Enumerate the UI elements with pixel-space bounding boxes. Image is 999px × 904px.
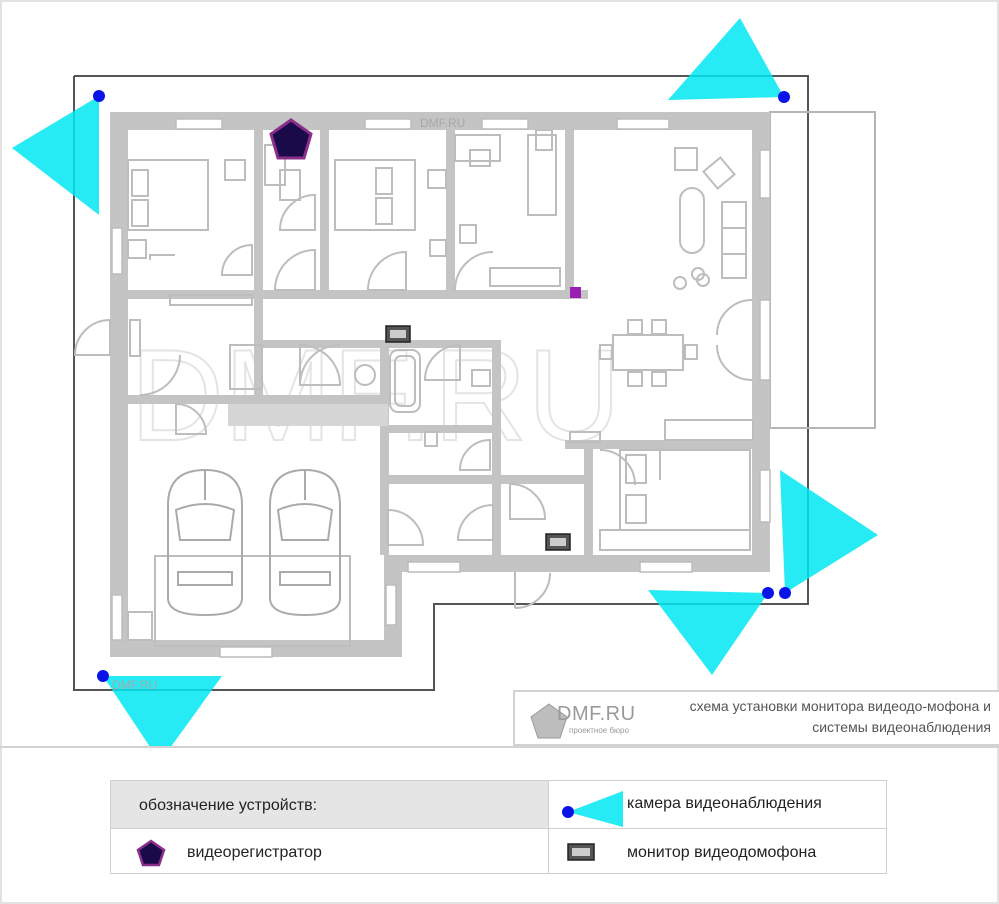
frame-top <box>0 0 999 2</box>
car-left <box>167 468 243 617</box>
legend-monitor-cell: монитор видеодомофона <box>549 829 886 873</box>
legend-recorder-label: видеорегистратор <box>187 844 322 861</box>
plot-boundary <box>73 75 809 691</box>
floor-plan: DMF.RU <box>12 18 878 746</box>
legend-header: обозначение устройств: <box>139 797 318 814</box>
camera-cones <box>12 18 878 746</box>
title-block: DMF.RU проектное бюро схема установки мо… <box>513 690 999 746</box>
frame-left <box>0 0 2 904</box>
monitor-icon <box>567 843 595 861</box>
legend-recorder-cell: видеорегистратор <box>111 829 549 873</box>
plan-caption: схема установки монитора видеодо-мофона … <box>689 698 991 735</box>
recorder-icon <box>136 839 166 867</box>
windows <box>111 118 771 658</box>
legend-camera-label: камера видеонаблюдения <box>627 795 822 812</box>
company-logo: DMF.RU проектное бюро <box>529 702 659 742</box>
watermark-bottom: DMF.RU <box>112 678 158 692</box>
watermark-top: DMF.RU <box>420 116 466 130</box>
frame-right <box>997 0 999 904</box>
legend: обозначение устройств: камера видеонаблю… <box>110 780 887 874</box>
logo-text: DMF.RU <box>557 703 636 725</box>
camera-icon <box>562 791 623 827</box>
camera-icon <box>93 90 791 682</box>
monitor-icon <box>385 325 571 551</box>
legend-monitor-label: монитор видеодомофона <box>627 844 817 861</box>
frame-bottom <box>0 902 999 904</box>
logo-subtext: проектное бюро <box>569 726 629 735</box>
doorbell-marker <box>570 287 581 298</box>
furniture <box>73 129 754 647</box>
legend-header-cell: обозначение устройств: <box>111 781 549 829</box>
legend-camera-cell: камера видеонаблюдения <box>549 781 886 829</box>
car-right <box>269 468 341 617</box>
terrace-outline <box>769 111 876 429</box>
section-divider <box>0 746 999 748</box>
recorder-icon <box>269 118 313 160</box>
interior-walls <box>128 130 754 555</box>
logo-pentagon-icon <box>530 703 568 739</box>
exterior-walls <box>110 112 770 657</box>
